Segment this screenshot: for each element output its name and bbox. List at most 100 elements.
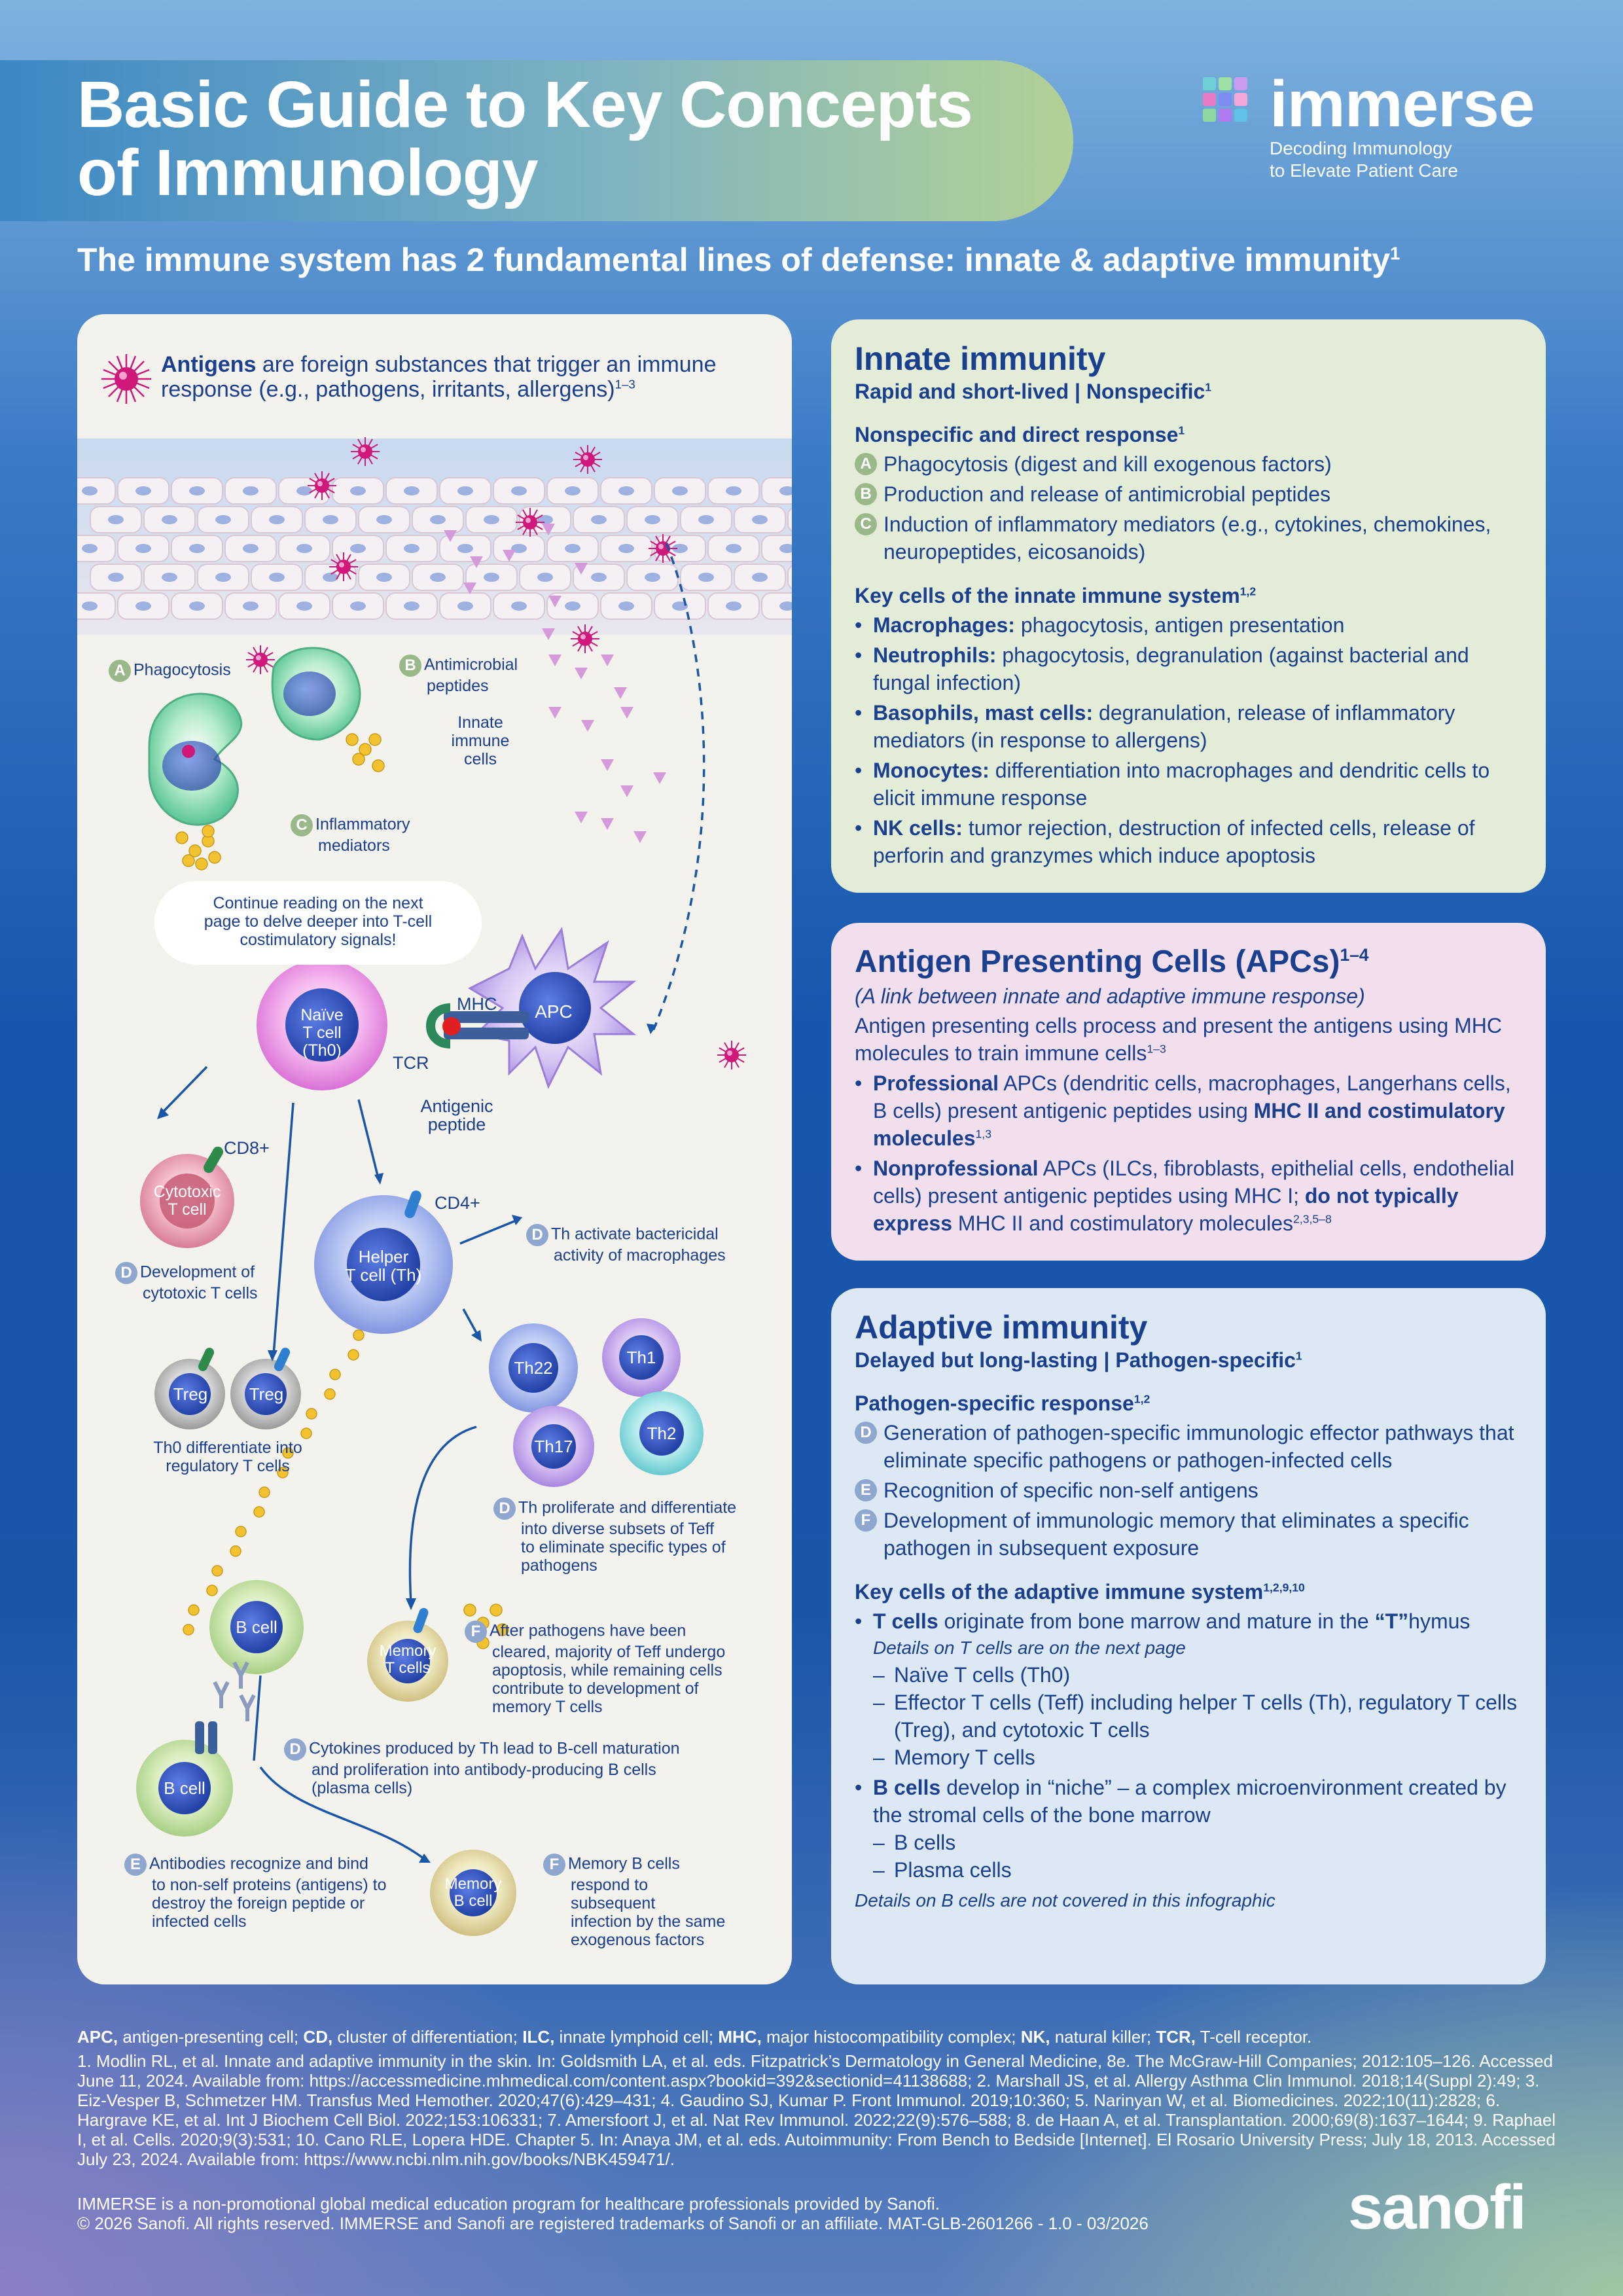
granule [195, 857, 208, 870]
innate-cell-item: Neutrophils: phagocytosis, degranulation… [855, 641, 1522, 696]
antigen [717, 1041, 746, 1069]
antigen [246, 645, 275, 674]
epithelial-cell [412, 564, 464, 591]
epithelial-cell [546, 592, 599, 620]
antibodies-line-4: infected cells [152, 1912, 247, 1931]
label-th17: Th17 [534, 1437, 573, 1456]
epithelial-cell [332, 592, 384, 620]
epithelial-cell [197, 506, 249, 533]
abbreviations: APC, antigen-presenting cell; CD, cluste… [77, 2026, 1569, 2047]
macrophage-cell-icon [271, 647, 361, 741]
adaptive-h1-ref: 1,2 [1133, 1392, 1150, 1406]
cytokine-granule [277, 1467, 289, 1479]
granule [372, 759, 385, 772]
apc-para-text: Antigen presenting cells process and pre… [855, 1014, 1503, 1065]
epithelial-cell [332, 535, 384, 562]
innate-h1-ref: 1 [1178, 423, 1185, 437]
letter-badge: F [855, 1509, 877, 1532]
label-mhc: MHC [457, 994, 497, 1014]
cell-name: NK cells: [873, 816, 963, 840]
antigen [571, 624, 599, 653]
bcell-term: B cells [873, 1776, 941, 1799]
apc-para-ref: 1–3 [1147, 1042, 1166, 1056]
epithelial-cell [278, 535, 330, 562]
letter-f-badge: F [465, 1621, 487, 1643]
epithelial-cell [761, 535, 792, 562]
antimicrobial-line-1: Antimicrobial [424, 655, 518, 674]
peptide-triangle [653, 772, 666, 784]
abbr-def: cluster of differentiation; [332, 2027, 523, 2047]
list-item-text: Phagocytosis (digest and kill exogenous … [883, 452, 1332, 476]
epithelial-cell [493, 592, 545, 620]
tcell-subtypes-list: Naïve T cells (Th0)Effector T cells (Tef… [855, 1661, 1522, 1771]
cytokine-granule [230, 1545, 241, 1557]
sanofi-logo: sanofi [1348, 2172, 1527, 2242]
list-item-text: Development of immunologic memory that e… [883, 1509, 1469, 1560]
label-cd4: CD4+ [435, 1193, 480, 1213]
apc-card: Antigen Presenting Cells (APCs)1–4 (A li… [831, 923, 1546, 1261]
epithelial-cell [573, 506, 625, 533]
cytotoxic-line-2: T cell [168, 1200, 207, 1219]
peptide-triangle [548, 707, 562, 719]
epithelial-cell [358, 564, 410, 591]
adaptive-subtitle-text: Delayed but long-lasting | Pathogen-spec… [855, 1348, 1296, 1372]
granule [496, 1623, 509, 1636]
epithelial-cell [787, 507, 792, 532]
cell-description: phagocytosis, degranulation (against bac… [873, 643, 1469, 694]
cytokine-granule [353, 1329, 365, 1341]
abbr-def: T-cell receptor. [1196, 2027, 1312, 2047]
epithelial-cell [654, 592, 706, 620]
granule [352, 753, 365, 766]
tcell-term: T cells [873, 1609, 938, 1633]
granule [359, 743, 372, 756]
label-th1: Th1 [626, 1348, 656, 1367]
label-treg-2: Treg [249, 1384, 284, 1404]
epithelial-cell [707, 477, 760, 505]
logo-tagline: Decoding Immunology to Elevate Patient C… [1270, 137, 1458, 182]
continue-line-1: Continue reading on the next [213, 894, 423, 912]
peptide-triangle [548, 596, 562, 607]
letter-c-badge: C [291, 814, 313, 836]
label-tcr: TCR [393, 1053, 429, 1073]
antigen [351, 437, 380, 466]
epithelial-cell [600, 535, 652, 562]
after-path-line-2: cleared, majority of Teff undergo [492, 1643, 726, 1661]
epithelial-cell [787, 565, 792, 590]
bcell-subtypes-list: B cellsPlasma cells [855, 1829, 1522, 1884]
peptide-triangle [633, 831, 647, 843]
adaptive-heading-response: Pathogen-specific response1,2 [855, 1390, 1522, 1416]
antigen-icon [101, 354, 151, 404]
apc-b1-term: Professional [873, 1071, 999, 1095]
epithelial-cell [90, 506, 142, 533]
naive-t-cell-icon [257, 960, 387, 1090]
adaptive-title: Adaptive immunity [855, 1309, 1148, 1346]
cell-name: Monocytes: [873, 759, 990, 782]
cytokine-granule [188, 1604, 200, 1616]
cytokine-granule [329, 1369, 341, 1380]
adaptive-h2-text: Key cells of the adaptive immune system [855, 1580, 1264, 1604]
letter-d-badge: D [115, 1262, 137, 1284]
after-path-line-1: After pathogens have been [490, 1621, 687, 1640]
label-b-cell: B cell [236, 1617, 277, 1637]
naive-line-1: Naïve [300, 1006, 344, 1024]
letter-f-badge: F [543, 1854, 565, 1876]
tcell-text: originate from bone marrow and mature in… [938, 1609, 1375, 1633]
immune-pathway-illustration [77, 437, 792, 1936]
title-line-1: Basic Guide to Key Concepts [77, 68, 973, 141]
letter-d-badge: D [284, 1738, 306, 1761]
list-item: F Development of immunologic memory that … [855, 1507, 1522, 1562]
peptide-triangle [575, 563, 588, 575]
abbr-def: innate lymphoid cell; [554, 2027, 719, 2047]
epithelial-cell [439, 592, 491, 620]
epithelial-cell [626, 564, 679, 591]
subtype-item: B cells [855, 1829, 1522, 1856]
memory-t-line-2: T cells [385, 1659, 431, 1677]
cytokine-granule [206, 1585, 218, 1596]
innate-cell-item: Basophils, mast cells: degranulation, re… [855, 699, 1522, 754]
